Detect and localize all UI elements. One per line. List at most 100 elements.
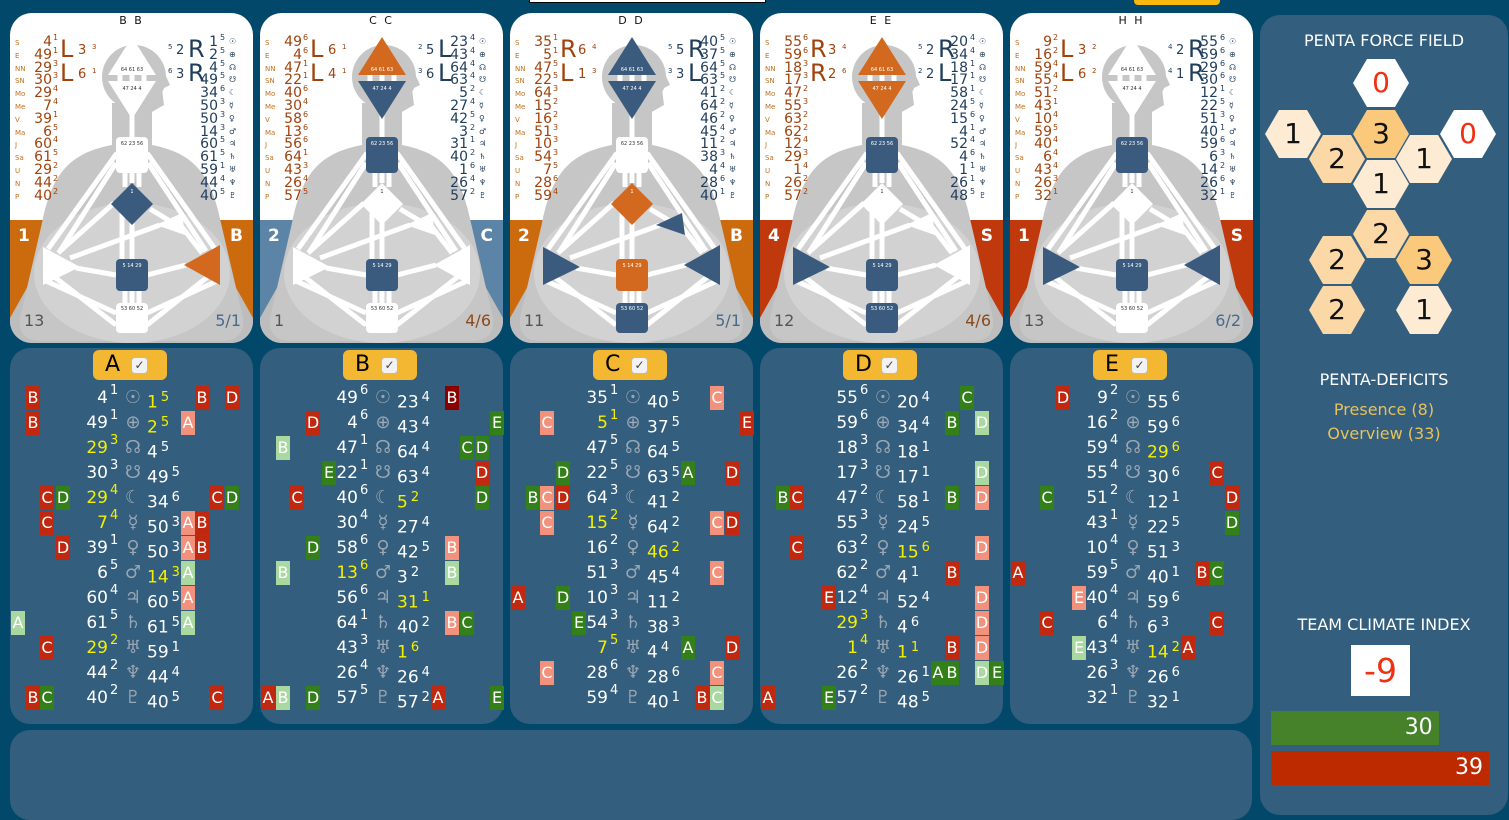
right-harmonic-tag-d[interactable]: D bbox=[975, 636, 989, 660]
right-harmonic-tag-b[interactable]: B bbox=[695, 686, 709, 710]
right-harmonic-tag-e[interactable]: E bbox=[490, 686, 504, 710]
left-harmonic-tag-a[interactable]: A bbox=[761, 686, 775, 710]
left-harmonic-tag-d[interactable]: D bbox=[306, 686, 320, 710]
right-harmonic-tag-b[interactable]: B bbox=[195, 536, 209, 560]
left-harmonic-tag-b[interactable]: B bbox=[26, 686, 40, 710]
left-harmonic-tag-d[interactable]: D bbox=[1056, 386, 1070, 410]
left-harmonic-tag-c[interactable]: C bbox=[540, 411, 554, 435]
right-harmonic-tag-c[interactable]: C bbox=[1210, 561, 1224, 585]
left-harmonic-tag-c[interactable]: C bbox=[790, 536, 804, 560]
right-harmonic-tag-c[interactable]: C bbox=[960, 386, 974, 410]
left-harmonic-tag-e[interactable]: E bbox=[822, 586, 836, 610]
left-harmonic-tag-b[interactable]: B bbox=[276, 686, 290, 710]
right-harmonic-tag-b[interactable]: B bbox=[195, 386, 209, 410]
right-harmonic-tag-b[interactable]: B bbox=[445, 561, 459, 585]
right-harmonic-tag-c[interactable]: C bbox=[710, 511, 724, 535]
left-harmonic-tag-b[interactable]: B bbox=[276, 436, 290, 460]
left-harmonic-tag-e[interactable]: E bbox=[322, 461, 336, 485]
right-harmonic-tag-b[interactable]: B bbox=[445, 386, 459, 410]
member-checkbox[interactable]: ✓ bbox=[131, 357, 148, 374]
left-harmonic-tag-e[interactable]: E bbox=[822, 686, 836, 710]
right-harmonic-tag-b[interactable]: B bbox=[945, 486, 959, 510]
left-harmonic-tag-d[interactable]: D bbox=[306, 536, 320, 560]
overview-link[interactable]: Overview (33) bbox=[1327, 424, 1441, 443]
left-harmonic-tag-b[interactable]: B bbox=[276, 561, 290, 585]
right-harmonic-tag-a[interactable]: A bbox=[931, 661, 945, 685]
right-harmonic-tag-a[interactable]: A bbox=[1181, 636, 1195, 660]
left-harmonic-tag-a[interactable]: A bbox=[11, 611, 25, 635]
right-harmonic-tag-d[interactable]: D bbox=[975, 461, 989, 485]
left-harmonic-tag-c[interactable]: C bbox=[40, 486, 54, 510]
left-harmonic-tag-e[interactable]: E bbox=[1072, 636, 1086, 660]
member-header[interactable]: D✓ bbox=[843, 350, 917, 380]
right-harmonic-tag-d[interactable]: D bbox=[975, 486, 989, 510]
right-harmonic-tag-d[interactable]: D bbox=[1225, 511, 1239, 535]
right-harmonic-tag-a[interactable]: A bbox=[181, 536, 195, 560]
left-harmonic-tag-d[interactable]: D bbox=[56, 486, 70, 510]
member-checkbox[interactable]: ✓ bbox=[1131, 357, 1148, 374]
right-harmonic-tag-b[interactable]: B bbox=[945, 411, 959, 435]
left-harmonic-tag-c[interactable]: C bbox=[1040, 611, 1054, 635]
left-harmonic-tag-d[interactable]: D bbox=[556, 486, 570, 510]
right-harmonic-tag-d[interactable]: D bbox=[725, 461, 739, 485]
right-harmonic-tag-b[interactable]: B bbox=[445, 611, 459, 635]
right-harmonic-tag-e[interactable]: E bbox=[990, 661, 1004, 685]
left-harmonic-tag-a[interactable]: A bbox=[1011, 561, 1025, 585]
right-harmonic-tag-c[interactable]: C bbox=[460, 611, 474, 635]
right-harmonic-tag-d[interactable]: D bbox=[975, 536, 989, 560]
left-harmonic-tag-b[interactable]: B bbox=[526, 486, 540, 510]
right-harmonic-tag-a[interactable]: A bbox=[181, 511, 195, 535]
right-harmonic-tag-a[interactable]: A bbox=[681, 461, 695, 485]
right-harmonic-tag-c[interactable]: C bbox=[460, 436, 474, 460]
right-harmonic-tag-d[interactable]: D bbox=[725, 511, 739, 535]
right-harmonic-tag-a[interactable]: A bbox=[681, 636, 695, 660]
right-harmonic-tag-d[interactable]: D bbox=[475, 486, 489, 510]
right-harmonic-tag-d[interactable]: D bbox=[725, 636, 739, 660]
right-harmonic-tag-b[interactable]: B bbox=[945, 636, 959, 660]
left-harmonic-tag-c[interactable]: C bbox=[290, 486, 304, 510]
right-harmonic-tag-c[interactable]: C bbox=[710, 686, 724, 710]
right-harmonic-tag-b[interactable]: B bbox=[445, 536, 459, 560]
left-harmonic-tag-d[interactable]: D bbox=[56, 536, 70, 560]
right-harmonic-tag-d[interactable]: D bbox=[975, 586, 989, 610]
right-harmonic-tag-d[interactable]: D bbox=[1225, 486, 1239, 510]
top-action-button[interactable] bbox=[1134, 0, 1220, 5]
right-harmonic-tag-d[interactable]: D bbox=[225, 386, 239, 410]
right-harmonic-tag-c[interactable]: C bbox=[210, 486, 224, 510]
member-header[interactable]: C✓ bbox=[593, 350, 667, 380]
member-header[interactable]: A✓ bbox=[93, 350, 167, 380]
left-harmonic-tag-b[interactable]: B bbox=[26, 411, 40, 435]
right-harmonic-tag-d[interactable]: D bbox=[975, 411, 989, 435]
left-harmonic-tag-c[interactable]: C bbox=[540, 486, 554, 510]
left-harmonic-tag-c[interactable]: C bbox=[540, 661, 554, 685]
right-harmonic-tag-c[interactable]: C bbox=[210, 686, 224, 710]
left-harmonic-tag-c[interactable]: C bbox=[40, 686, 54, 710]
left-harmonic-tag-c[interactable]: C bbox=[40, 636, 54, 660]
right-harmonic-tag-c[interactable]: C bbox=[710, 386, 724, 410]
left-harmonic-tag-d[interactable]: D bbox=[556, 586, 570, 610]
right-harmonic-tag-a[interactable]: A bbox=[181, 586, 195, 610]
left-harmonic-tag-a[interactable]: A bbox=[511, 586, 525, 610]
right-harmonic-tag-d[interactable]: D bbox=[975, 611, 989, 635]
right-harmonic-tag-b[interactable]: B bbox=[195, 511, 209, 535]
member-checkbox[interactable]: ✓ bbox=[881, 357, 898, 374]
right-harmonic-tag-e[interactable]: E bbox=[740, 411, 754, 435]
right-harmonic-tag-a[interactable]: A bbox=[181, 611, 195, 635]
right-harmonic-tag-a[interactable]: A bbox=[181, 561, 195, 585]
left-harmonic-tag-b[interactable]: B bbox=[776, 486, 790, 510]
right-harmonic-tag-c[interactable]: C bbox=[710, 661, 724, 685]
right-harmonic-tag-a[interactable]: A bbox=[431, 686, 445, 710]
right-harmonic-tag-d[interactable]: D bbox=[475, 436, 489, 460]
right-harmonic-tag-d[interactable]: D bbox=[475, 461, 489, 485]
member-header[interactable]: B✓ bbox=[343, 350, 417, 380]
right-harmonic-tag-c[interactable]: C bbox=[1210, 611, 1224, 635]
top-input-bar[interactable] bbox=[529, 0, 766, 3]
left-harmonic-tag-d[interactable]: D bbox=[306, 411, 320, 435]
member-checkbox[interactable]: ✓ bbox=[381, 357, 398, 374]
left-harmonic-tag-d[interactable]: D bbox=[556, 461, 570, 485]
right-harmonic-tag-c[interactable]: C bbox=[710, 561, 724, 585]
right-harmonic-tag-c[interactable]: C bbox=[1210, 461, 1224, 485]
right-harmonic-tag-b[interactable]: B bbox=[945, 561, 959, 585]
left-harmonic-tag-c[interactable]: C bbox=[540, 511, 554, 535]
member-checkbox[interactable]: ✓ bbox=[631, 357, 648, 374]
